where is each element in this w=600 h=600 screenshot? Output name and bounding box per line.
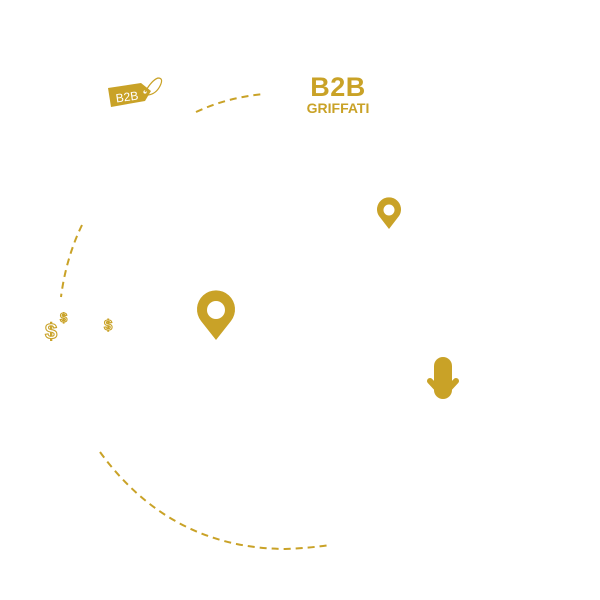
map-pin-icon <box>197 290 236 340</box>
map-pin-icon <box>377 197 402 229</box>
dollar-icon: $ <box>45 319 57 344</box>
brand-line1: B2B <box>310 72 366 102</box>
dashed-arc-top <box>195 93 266 113</box>
dashed-arc-left <box>60 224 83 298</box>
dollar-icon: $ <box>60 310 68 325</box>
tag-label: B2B <box>115 88 139 105</box>
brand-line2: GRIFFATI <box>306 100 370 116</box>
brand-logo: B2B GRIFFATI <box>296 72 380 116</box>
dashed-arc-bottom <box>99 451 331 551</box>
price-tag-icon: B2B <box>108 77 163 107</box>
dollar-icon: $ <box>104 317 113 334</box>
arrow-down-icon <box>427 357 459 399</box>
